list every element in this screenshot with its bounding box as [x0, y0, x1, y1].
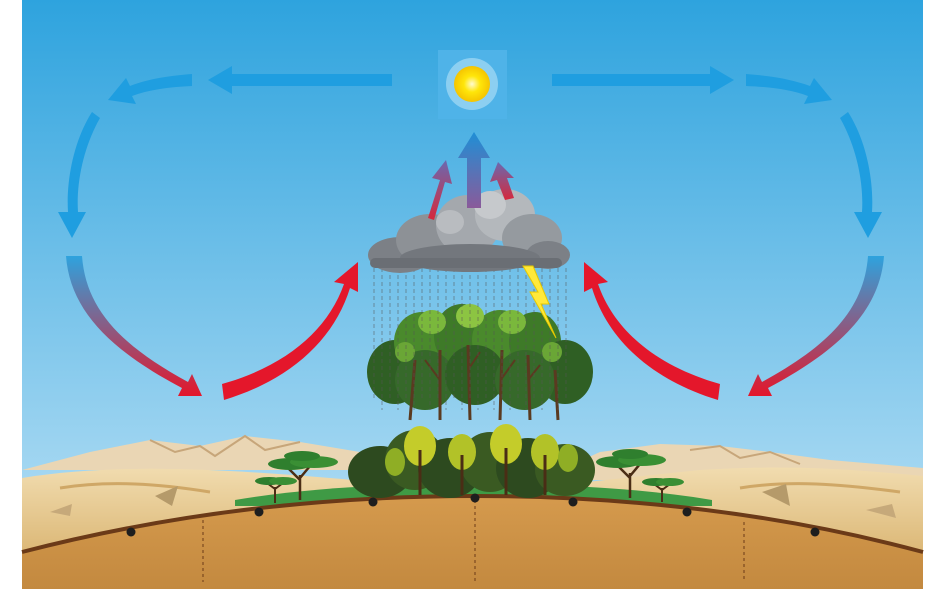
storm-cloud	[368, 189, 570, 273]
surface-flow-arrows	[66, 256, 884, 400]
savanna-acacia-trees	[255, 449, 684, 503]
rainfall	[373, 268, 567, 410]
lightning-bolt	[522, 265, 557, 339]
rising-air-arrows	[428, 132, 514, 220]
earth-cross-section	[21, 493, 924, 589]
descending-air-arrows	[58, 112, 882, 238]
upper-outflow-arrows	[108, 66, 832, 104]
rainforest-canopy	[348, 304, 595, 498]
sun-icon	[438, 50, 507, 119]
